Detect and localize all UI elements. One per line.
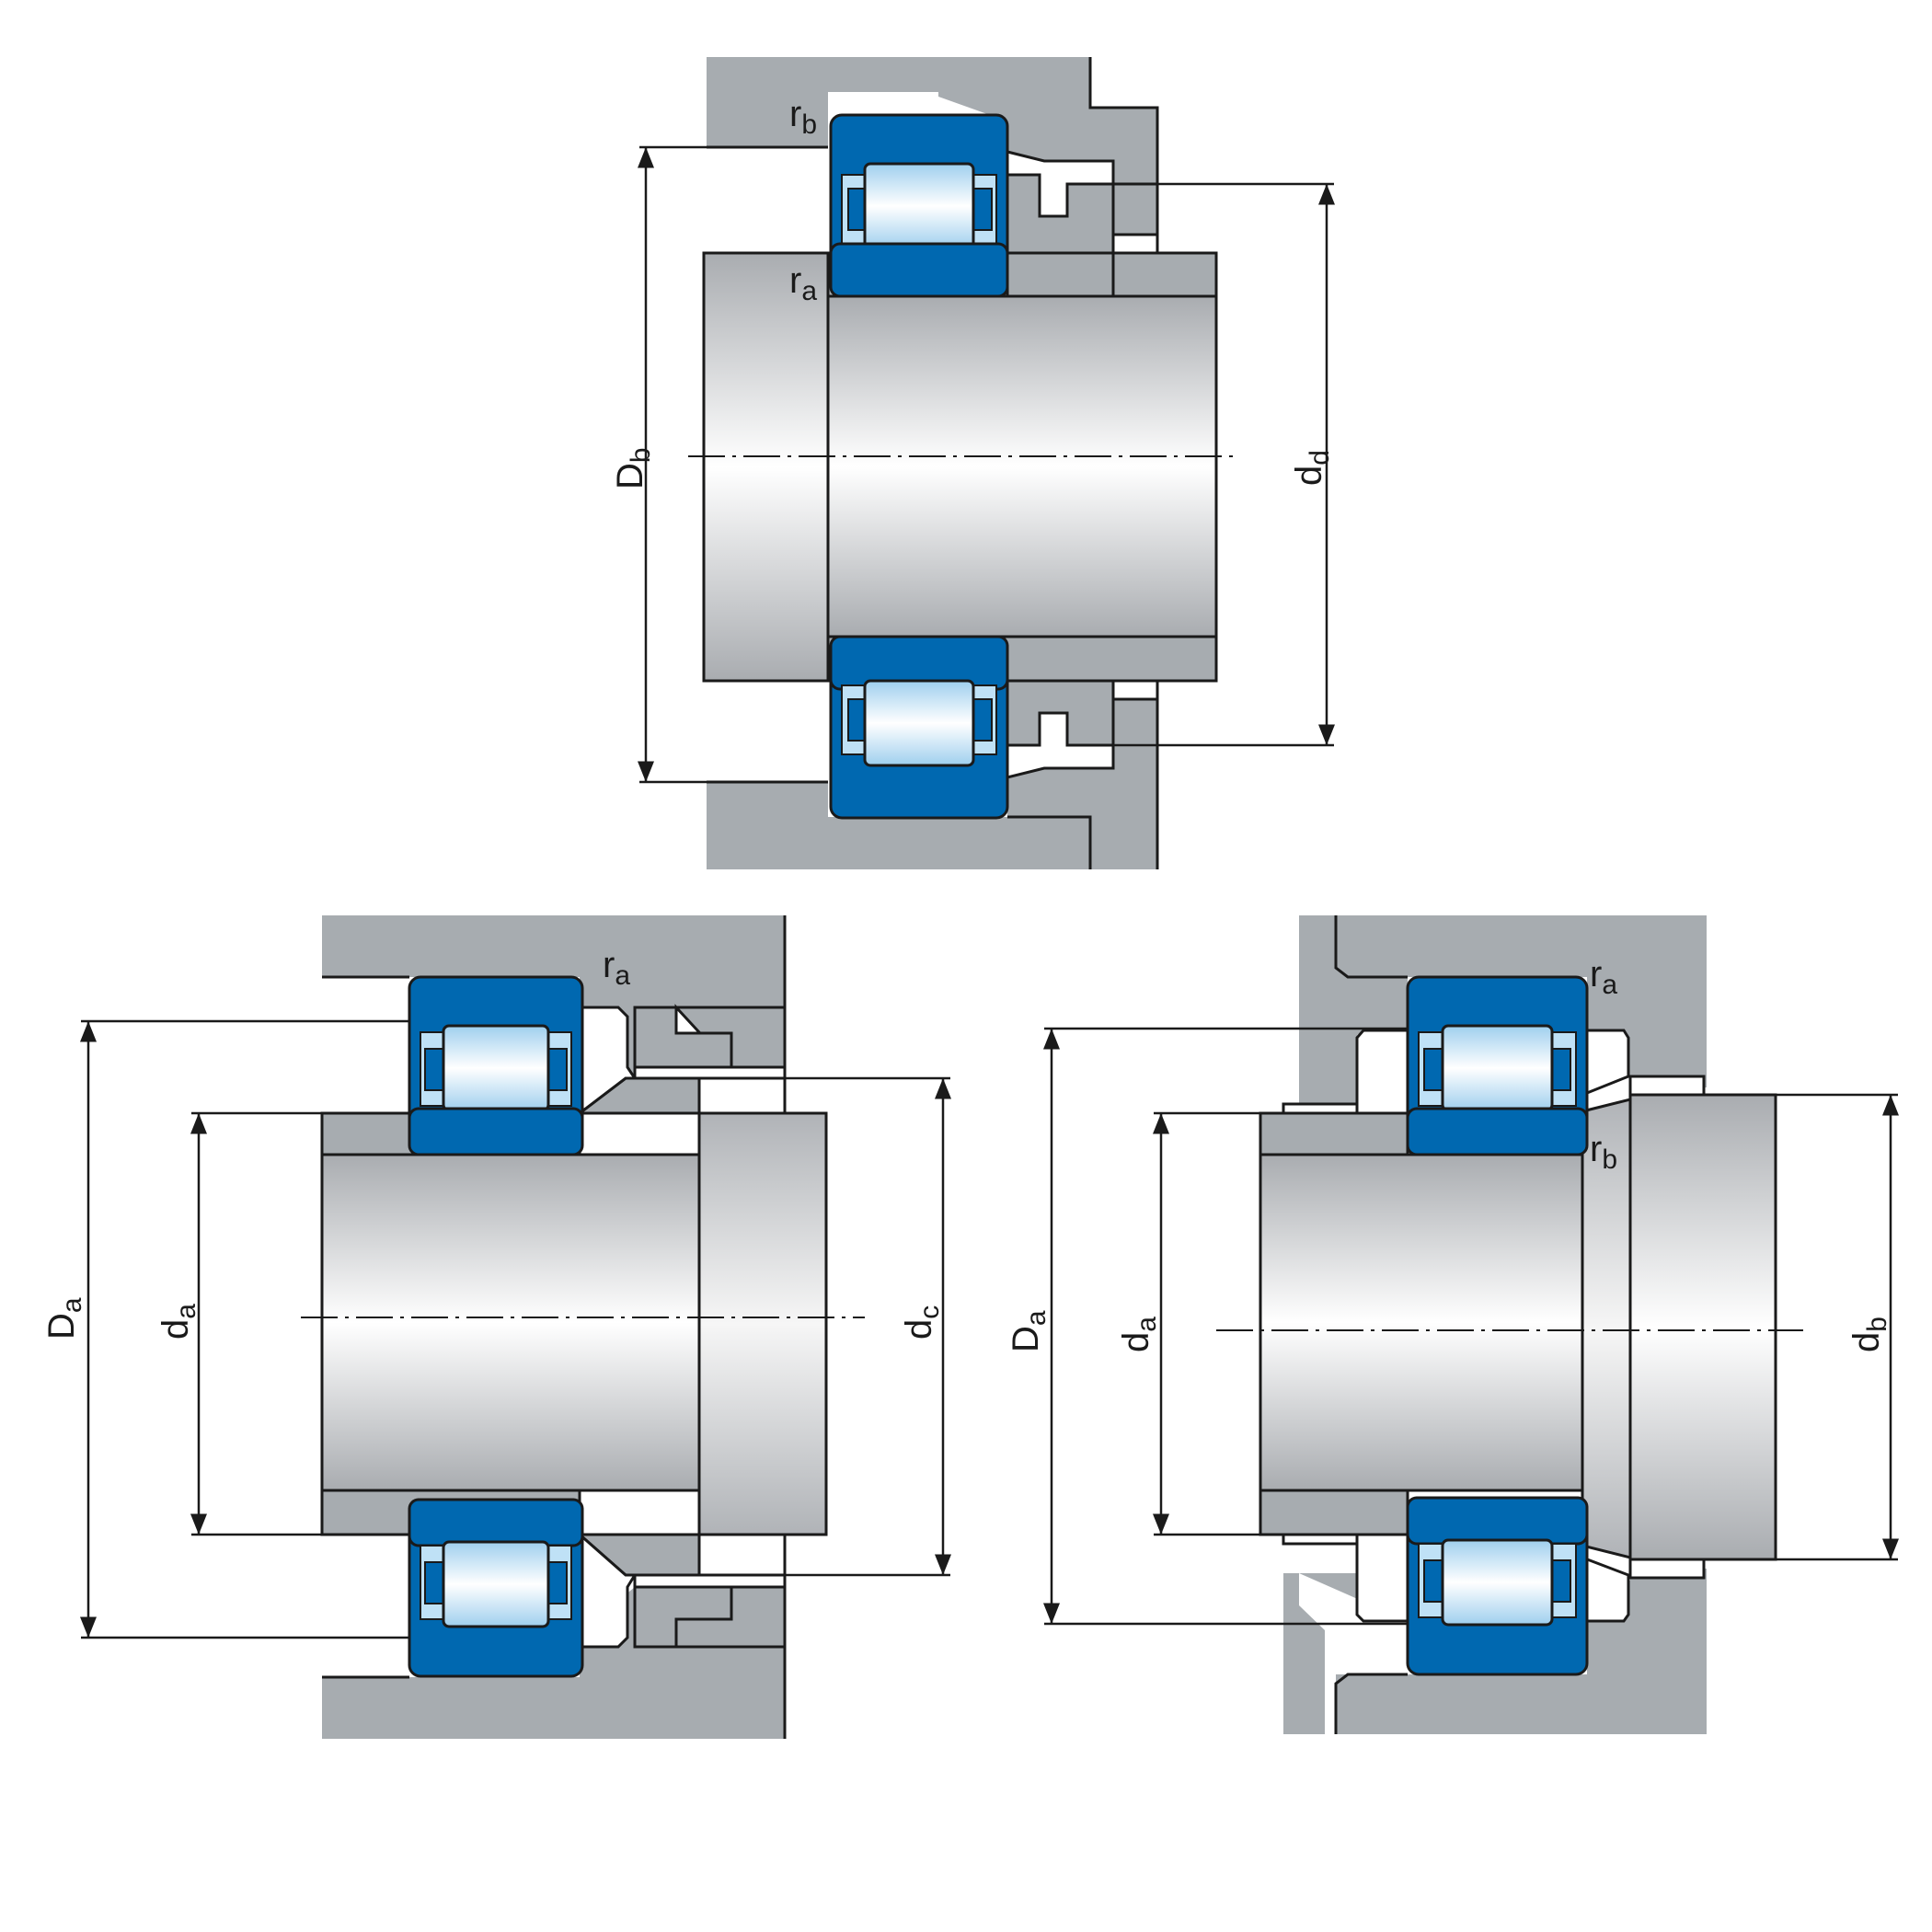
label-rb-top: rb: [789, 94, 817, 140]
spacer-br-upper-right: [1581, 1029, 1630, 1097]
housing-top-upper-edge: [1088, 57, 1159, 244]
housing-br-lower: [1283, 1569, 1707, 1734]
bearing-bl-upper: [408, 975, 584, 1156]
bearing-bl-lower: [408, 1498, 584, 1678]
collar-bl: [697, 1111, 828, 1536]
bearing-top-lower: [829, 635, 1009, 820]
shaft-br: [1259, 1153, 1584, 1492]
shaft-top-large: [826, 294, 1218, 638]
housing-bl-edges: [322, 975, 409, 1679]
label-Da-bl: Da: [41, 1297, 87, 1340]
label-ra-br: ra: [1590, 954, 1617, 1000]
shaft-br-sleeve-upper: [1259, 1111, 1409, 1156]
shaft-top-small: [702, 251, 830, 683]
bearing-top-upper: [829, 113, 1009, 298]
slot-top-lower: [1111, 679, 1159, 701]
label-dc-bl: dc: [899, 1305, 945, 1340]
label-Da-br: Da: [1006, 1310, 1052, 1352]
housing-bl-upper-tongue: [633, 1006, 733, 1069]
label-db-br: db: [1846, 1317, 1892, 1352]
spacer-top-lower: [1006, 711, 1115, 779]
ring-br-upper-left: [1282, 1102, 1359, 1115]
spacer-br-upper-left: [1355, 1029, 1409, 1115]
label-da-bl: da: [155, 1304, 201, 1340]
label-Db: Db: [610, 447, 656, 489]
housing-br-bevel: [1283, 1021, 1299, 1104]
spacer-top-upper: [1006, 150, 1115, 218]
diagram-bottom-right: ra rb Da da db: [1006, 915, 1899, 1734]
housing-top-upper: [707, 57, 1157, 244]
housing-bl-lower-tongue: [633, 1585, 733, 1649]
label-ra-bl: ra: [603, 945, 630, 991]
housing-br-lower-edge: [1334, 1673, 1408, 1734]
bearing-br-lower: [1406, 1496, 1589, 1676]
slot-top-upper: [1111, 233, 1159, 255]
spacer-bl-lower: [578, 1531, 638, 1649]
label-dd: dd: [1289, 450, 1335, 486]
spacer-br-lower-right: [1581, 1555, 1630, 1623]
shaft-br-sleeve-lower: [1259, 1489, 1409, 1536]
label-da-br: da: [1116, 1317, 1162, 1352]
housing-br-upper-left-notch: [1283, 915, 1299, 1049]
housing-top-lower-edge: [1007, 685, 1159, 869]
ring-br-lower-left: [1282, 1533, 1359, 1546]
label-ra-top: ra: [789, 260, 817, 306]
housing-br-upper-edge: [1334, 915, 1408, 979]
bearing-br-upper: [1406, 975, 1589, 1156]
ring-br-lower-right: [1628, 1558, 1706, 1580]
ring-br-upper-right: [1628, 1075, 1706, 1097]
spacer-br-lower-left: [1355, 1533, 1409, 1623]
diagram-bottom-left: ra Da da dc: [41, 915, 951, 1739]
housing-br-upper: [1283, 915, 1707, 1104]
diagram-top: rb ra Db dd: [610, 57, 1335, 869]
label-rb-br: rb: [1590, 1129, 1617, 1175]
spacer-bl-upper: [578, 1006, 638, 1117]
shaft-br-large: [1628, 1093, 1777, 1561]
shaft-bl: [320, 1153, 701, 1492]
